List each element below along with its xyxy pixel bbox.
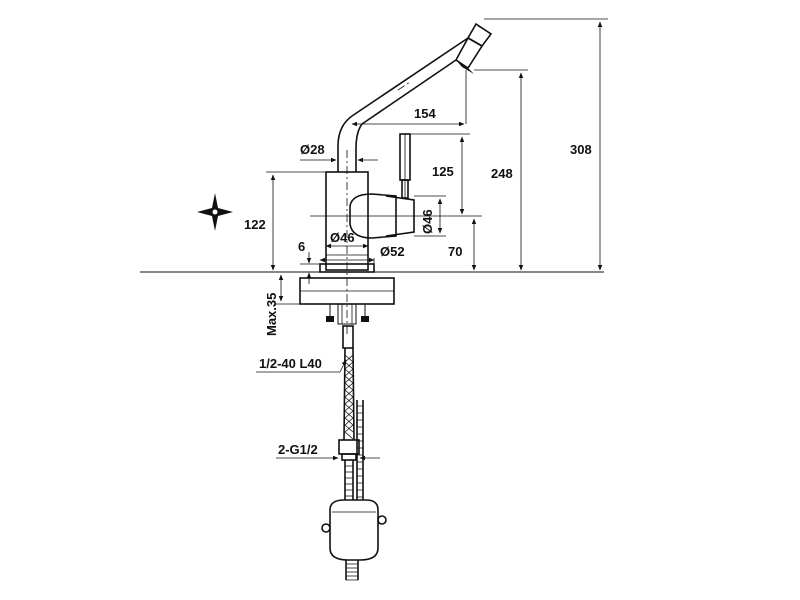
dim-body-diameter: Ø46 — [325, 230, 369, 249]
dim-label-70: 70 — [448, 244, 462, 259]
dim-label-body-diameter: Ø46 — [330, 230, 355, 245]
hose — [321, 325, 387, 581]
dim-max-deck: Max.35 — [264, 274, 300, 336]
dim-label-122: 122 — [244, 217, 266, 232]
dim-label-spout-diameter: Ø28 — [300, 142, 325, 157]
dim-label-hose-spec: 1/2-40 L40 — [259, 356, 322, 371]
dim-spout-height: 248 — [474, 69, 528, 271]
dim-label-154: 154 — [414, 106, 436, 121]
four-point-star-icon — [197, 193, 233, 231]
dim-label-max-35: Max.35 — [264, 293, 279, 336]
spout-head — [454, 22, 493, 74]
dim-label-6: 6 — [298, 239, 305, 254]
dim-label-308: 308 — [570, 142, 592, 157]
label-hose-spec: 1/2-40 L40 — [256, 356, 347, 373]
dim-handle-height: 125 — [410, 133, 470, 215]
dim-label-base-diameter: Ø52 — [380, 244, 405, 259]
dim-label-connection-spec: 2-G1/2 — [278, 442, 318, 457]
dim-label-lever-diameter: Ø46 — [420, 209, 435, 234]
dim-ring-thickness: 6 — [298, 239, 320, 284]
dim-label-125: 125 — [432, 164, 454, 179]
dim-base-diameter: Ø52 — [319, 244, 405, 264]
base-ring — [140, 263, 604, 325]
dim-base-height: 122 — [244, 171, 326, 271]
dim-spout-reach: 154 — [351, 70, 467, 127]
label-connection-spec: 2-G1/2 — [276, 442, 380, 461]
dim-lever-offset: 70 — [310, 215, 482, 271]
dim-lever-diameter: Ø46 — [414, 195, 446, 237]
spout-arm — [337, 37, 469, 172]
dim-label-248: 248 — [491, 166, 513, 181]
dim-total-height: 308 — [484, 18, 608, 271]
dim-spout-diameter: Ø28 — [300, 142, 378, 163]
